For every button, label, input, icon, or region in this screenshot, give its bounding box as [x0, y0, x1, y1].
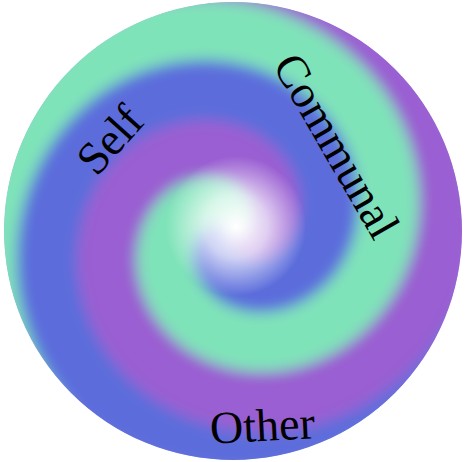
band-label: Other	[208, 400, 315, 451]
swirl-core	[166, 156, 306, 296]
swirl-band	[0, 0, 419, 415]
